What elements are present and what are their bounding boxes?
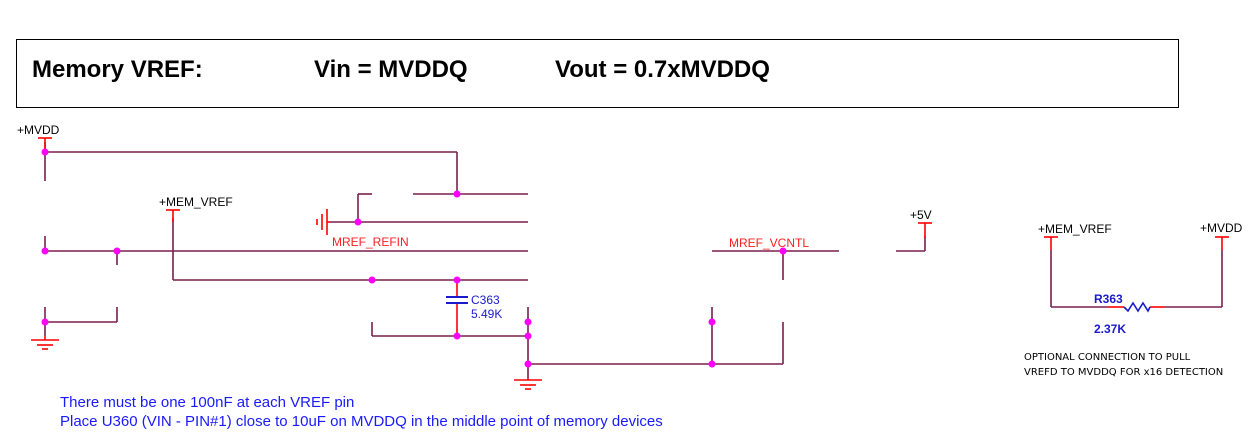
junction-dot bbox=[524, 332, 532, 340]
design-note-line2: Place U360 (VIN - PIN#1) close to 10uF o… bbox=[60, 413, 663, 430]
resistor-icon bbox=[1123, 301, 1151, 313]
junction-dot bbox=[524, 318, 532, 326]
junction-dot bbox=[41, 148, 49, 156]
ground-symbols bbox=[31, 209, 542, 390]
ground-icon bbox=[514, 378, 542, 390]
capacitor-icon bbox=[446, 296, 468, 304]
junction-dot bbox=[368, 276, 376, 284]
c363-value: 5.49K bbox=[471, 307, 502, 321]
junctions bbox=[41, 148, 787, 368]
title-label: Memory VREF: bbox=[32, 56, 203, 83]
design-note-line1: There must be one 100nF at each VREF pin bbox=[60, 394, 355, 411]
junction-dot bbox=[708, 360, 716, 368]
junction-dot bbox=[524, 360, 532, 368]
r363-value: 2.37K bbox=[1094, 322, 1126, 336]
vin-label: Vin = MVDDQ bbox=[314, 56, 468, 83]
title-block bbox=[16, 39, 1179, 108]
wires bbox=[44, 142, 1223, 378]
power-label-mem-vref-right: +MEM_VREF bbox=[1038, 222, 1112, 236]
junction-dot bbox=[41, 318, 49, 326]
ground-icon-sideways bbox=[316, 209, 330, 235]
vout-label: Vout = 0.7xMVDDQ bbox=[555, 56, 770, 83]
optional-note-line1: OPTIONAL CONNECTION TO PULL bbox=[1024, 352, 1191, 363]
net-label-mref-vcntl: MREF_VCNTL bbox=[729, 236, 809, 250]
junction-dot bbox=[453, 332, 461, 340]
power-label-mvdd-right: +MVDD bbox=[1200, 221, 1243, 235]
ground-icon bbox=[31, 336, 59, 350]
junction-dot bbox=[453, 276, 461, 284]
junction-dot bbox=[779, 247, 787, 255]
net-label-mref-refin: MREF_REFIN bbox=[332, 235, 409, 249]
junction-dot bbox=[354, 218, 362, 226]
junction-dot bbox=[708, 318, 716, 326]
optional-note-line2: VREFD TO MVDDQ FOR x16 DETECTION bbox=[1024, 367, 1224, 378]
power-label-5v: +5V bbox=[910, 208, 932, 222]
junction-dot bbox=[113, 247, 121, 255]
junction-dot bbox=[453, 190, 461, 198]
junction-dot bbox=[41, 247, 49, 255]
power-label-mvdd: +MVDD bbox=[17, 123, 60, 137]
power-label-mem-vref: +MEM_VREF bbox=[159, 195, 233, 209]
r363-ref: R363 bbox=[1094, 292, 1123, 306]
c363-ref: C363 bbox=[471, 293, 500, 307]
